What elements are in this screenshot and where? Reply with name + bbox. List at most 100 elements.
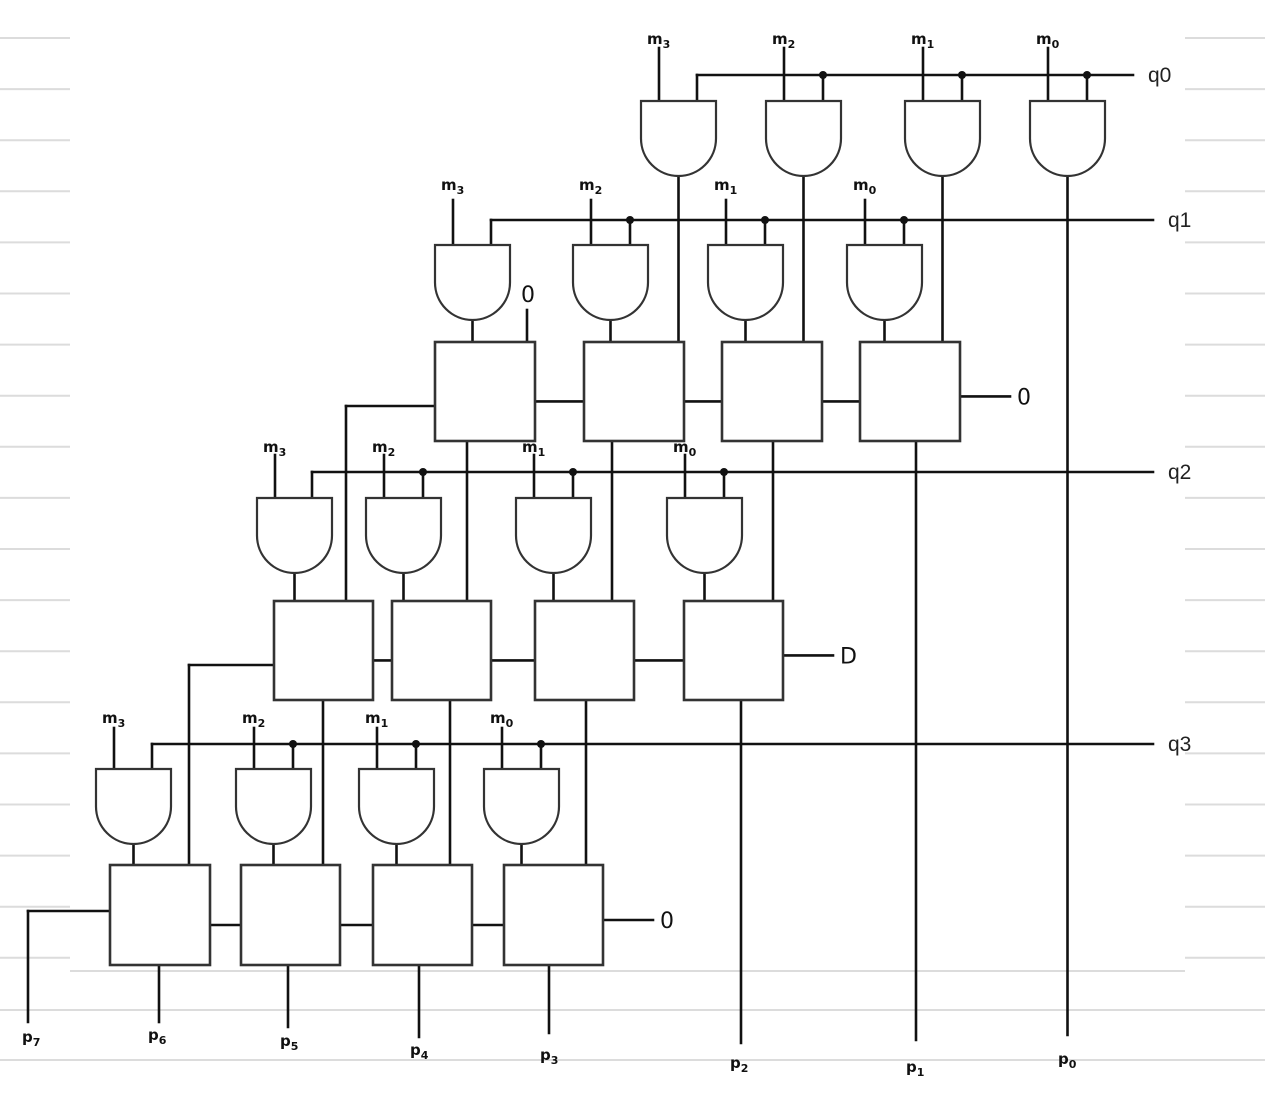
full-adder-block [533,599,636,702]
m-label-base: m [372,438,388,456]
m-label-sub: 1 [927,38,935,51]
output-label-p5: p5 [280,1032,298,1053]
and-gate [845,243,924,322]
m-label-base: m [522,438,538,456]
m-label: m3 [263,438,286,459]
m-label-sub: 0 [506,717,514,730]
full-adder-block [502,863,605,967]
output-label-p1-sub: 1 [917,1066,925,1079]
full-adder-block [433,340,537,443]
m-label-base: m [365,709,381,727]
and-gate [665,496,744,575]
m-label: m0 [490,709,514,730]
junction-dot [761,216,769,224]
carry-in-constant: D [840,644,857,669]
junction-dot [819,71,827,79]
junction-dot [1083,71,1091,79]
output-label-p3: p3 [540,1046,558,1067]
m-label: m2 [772,30,795,51]
m-label-sub: 2 [258,717,266,730]
q-label-q1: q1 [1168,209,1191,232]
m-label: m0 [1036,30,1060,51]
m-label-sub: 1 [381,717,389,730]
m-label: m2 [242,709,265,730]
notebook-ruled-lines [0,37,1265,1061]
junction-dot [412,740,420,748]
output-label-p1-base: p [906,1058,917,1076]
m-label-sub: 3 [118,717,126,730]
full-adder-block [682,599,785,702]
junction-dot [720,468,728,476]
full-adder-block [239,863,342,967]
output-label-p4-base: p [410,1041,421,1059]
m-label-sub: 0 [1052,38,1060,51]
m-label: m1 [714,176,737,197]
m-label-sub: 2 [595,184,603,197]
q-label-q2: q2 [1168,461,1191,484]
output-label-p3-base: p [540,1046,551,1064]
full-adder-block [858,340,962,443]
m-label-base: m [647,30,663,48]
full-adder-block [582,340,686,443]
and-gate [255,496,334,575]
output-label-p2: p2 [730,1054,748,1075]
output-label-p3-sub: 3 [551,1054,559,1067]
top-constant: 0 [521,283,535,308]
m-label-sub: 3 [663,38,671,51]
junction-dot [289,740,297,748]
full-adder-block [390,599,493,702]
m-label-base: m [911,30,927,48]
m-label-base: m [242,709,258,727]
full-adder-block [720,340,824,443]
full-adder-block [272,599,375,702]
output-label-p5-base: p [280,1032,291,1050]
m-label: m1 [365,709,388,730]
m-label: m2 [372,438,395,459]
output-label-p6: p6 [148,1026,167,1047]
output-label-p4: p4 [410,1041,429,1062]
and-gate [433,243,512,322]
junction-dot [569,468,577,476]
m-label-base: m [490,709,506,727]
m-label-sub: 1 [538,446,546,459]
carry-in-constant: 0 [1017,385,1031,410]
m-label-sub: 0 [869,184,877,197]
output-label-p7-sub: 7 [33,1036,41,1049]
output-label-p2-sub: 2 [741,1062,749,1075]
and-gate [364,496,443,575]
and-gate [706,243,785,322]
and-gate [234,767,313,846]
m-label-base: m [772,30,788,48]
m-label-base: m [579,176,595,194]
m-label-base: m [673,438,689,456]
m-label-base: m [102,709,118,727]
m-label-base: m [441,176,457,194]
m-label-base: m [853,176,869,194]
junction-dot [537,740,545,748]
m-label-sub: 1 [730,184,738,197]
m-label-base: m [1036,30,1052,48]
and-gate [639,99,718,178]
output-label-p0: p0 [1058,1050,1077,1071]
and-gate [903,99,982,178]
full-adder-block [371,863,474,967]
output-label-p4-sub: 4 [421,1049,429,1062]
m-label: m2 [579,176,602,197]
m-label-base: m [714,176,730,194]
output-label-p2-base: p [730,1054,741,1072]
full-adder-block [108,863,212,967]
output-label-p0-sub: 0 [1069,1058,1077,1071]
and-gate [94,767,173,846]
output-label-p5-sub: 5 [291,1040,299,1053]
m-label: m0 [673,438,697,459]
output-label-p7: p7 [22,1028,40,1049]
and-gate [571,243,650,322]
m-label: m3 [441,176,464,197]
m-label: m3 [102,709,125,730]
junction-dot [900,216,908,224]
m-label-sub: 0 [689,446,697,459]
m-label: m1 [911,30,934,51]
m-label-sub: 2 [388,446,396,459]
